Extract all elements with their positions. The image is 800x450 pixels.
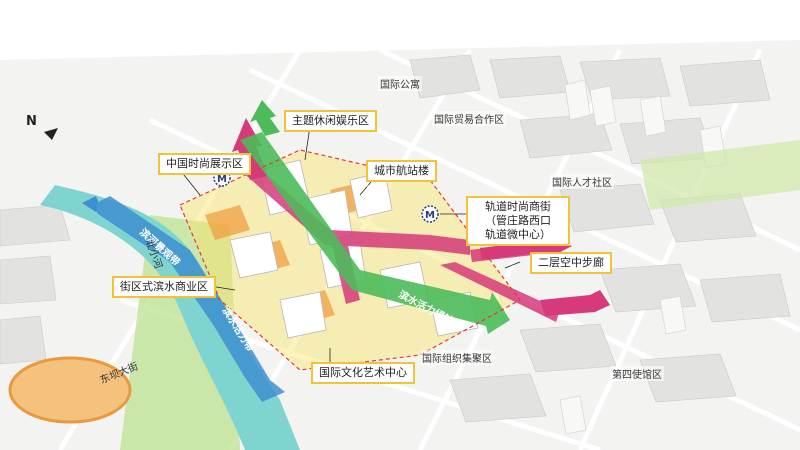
- green-axis[interactable]: [240, 132, 510, 334]
- compass-north-label: N: [26, 114, 37, 129]
- label-culture-center[interactable]: 国际文化艺术中心: [311, 362, 415, 384]
- label-intl-trade: 国际贸易合作区: [432, 111, 506, 126]
- label-city-terminal[interactable]: 城市航站楼: [366, 160, 437, 182]
- metro-symbol-west: M: [217, 174, 227, 185]
- rail-street-line-2: （管庄路西口: [485, 214, 551, 227]
- rail-street-line-1: 轨道时尚商街: [485, 200, 551, 213]
- green-belt: [640, 140, 800, 210]
- label-embassy: 第四使馆区: [610, 366, 664, 381]
- label-theme-leisure[interactable]: 主题休闲娱乐区: [284, 110, 377, 132]
- label-skywalk[interactable]: 二层空中步廊: [530, 252, 612, 274]
- sports-field: [8, 356, 132, 424]
- label-rail-street[interactable]: 轨道时尚商街 （管庄路西口 轨道微中心）: [466, 196, 570, 246]
- city-blocks: [0, 54, 791, 423]
- label-intl-org: 国际组织集聚区: [420, 350, 494, 365]
- blue-arrow-west[interactable]: [82, 196, 98, 212]
- riverside-park: [120, 215, 240, 450]
- label-intl-talent: 国际人才社区: [550, 174, 614, 189]
- rail-street-line-3: 轨道微中心）: [485, 228, 551, 241]
- metro-icon-east[interactable]: M: [421, 205, 439, 223]
- compass-arrow-icon: [44, 128, 58, 140]
- metro-symbol-east: M: [425, 210, 435, 221]
- blue-axis[interactable]: [92, 196, 285, 402]
- river: [40, 185, 300, 450]
- site-boundary: [179, 149, 521, 371]
- label-china-fashion[interactable]: 中国时尚展示区: [158, 153, 251, 175]
- label-intl-apartment: 国际公寓: [378, 76, 422, 91]
- label-waterfront[interactable]: 街区式滨水商业区: [112, 276, 216, 298]
- skywalk-arrow-east[interactable]: [540, 290, 610, 316]
- green-arrow-north[interactable]: [250, 100, 280, 136]
